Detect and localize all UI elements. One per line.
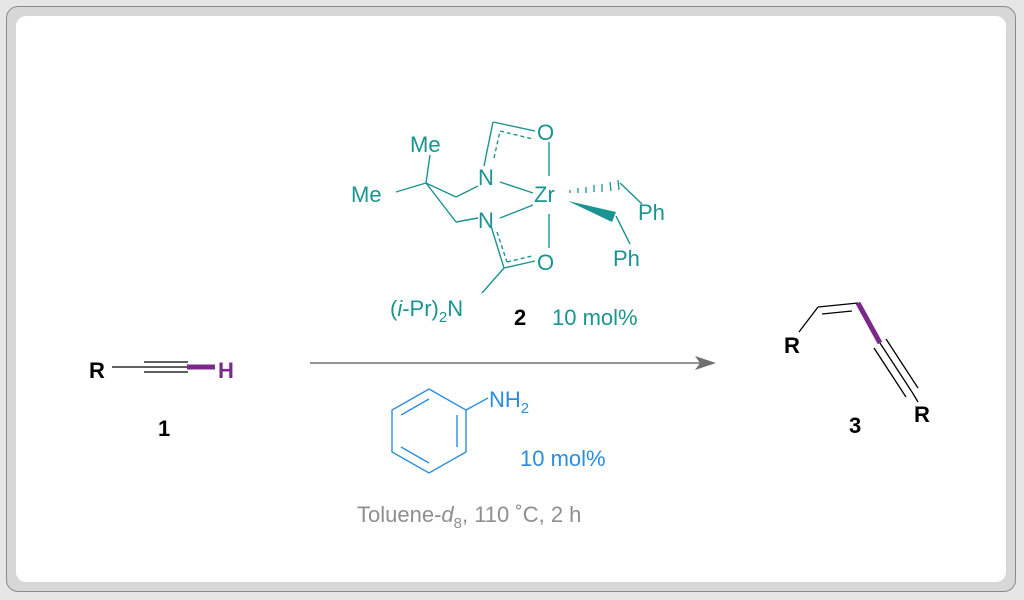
product-r1-label: R	[784, 333, 800, 358]
hashed-wedge-bond	[569, 179, 620, 193]
cocatalyst-loading: 10 mol%	[520, 446, 606, 471]
diisopropylamino-label: (i-Pr)2N	[390, 296, 463, 326]
amino-label: NH2	[489, 387, 529, 417]
product-number: 3	[849, 413, 861, 438]
methyl-2-label: Me	[351, 182, 382, 207]
amide-n-bottom: N	[478, 208, 494, 233]
triple-bond	[112, 361, 188, 373]
oxygen-bottom: O	[537, 250, 554, 275]
zr-atom: Zr	[534, 182, 555, 207]
aniline-cocatalyst: NH2 10 mol%	[391, 387, 606, 474]
reaction-conditions: Toluene-d8, 110 ˚C, 2 h	[357, 502, 581, 532]
solid-wedge-bond	[568, 201, 616, 222]
catalyst-loading: 10 mol%	[552, 305, 638, 330]
product-bonds	[798, 302, 919, 403]
methyl-1-label: Me	[410, 132, 441, 157]
reactant-number: 1	[158, 416, 170, 441]
enyne-product: R R 3	[784, 301, 930, 438]
catalyst-bonds	[395, 121, 643, 294]
phenyl-2-label: Ph	[613, 246, 640, 271]
reactant-alkyne: R H 1	[89, 358, 234, 441]
catalyst-number: 2	[514, 305, 526, 330]
zirconium-catalyst: Zr Me Me N N O O Ph Ph (i-Pr)2N 2 10 mol…	[351, 120, 665, 330]
reactant-h-label: H	[218, 358, 234, 383]
reaction-arrow	[310, 356, 716, 370]
reactant-r-label: R	[89, 358, 105, 383]
scheme-panel	[16, 16, 1006, 582]
new-c-c-bond-highlight	[855, 301, 883, 345]
amide-n-top: N	[478, 165, 494, 190]
product-r2-label: R	[914, 402, 930, 427]
oxygen-top: O	[537, 120, 554, 145]
benzene-ring	[391, 388, 489, 474]
phenyl-1-label: Ph	[638, 200, 665, 225]
